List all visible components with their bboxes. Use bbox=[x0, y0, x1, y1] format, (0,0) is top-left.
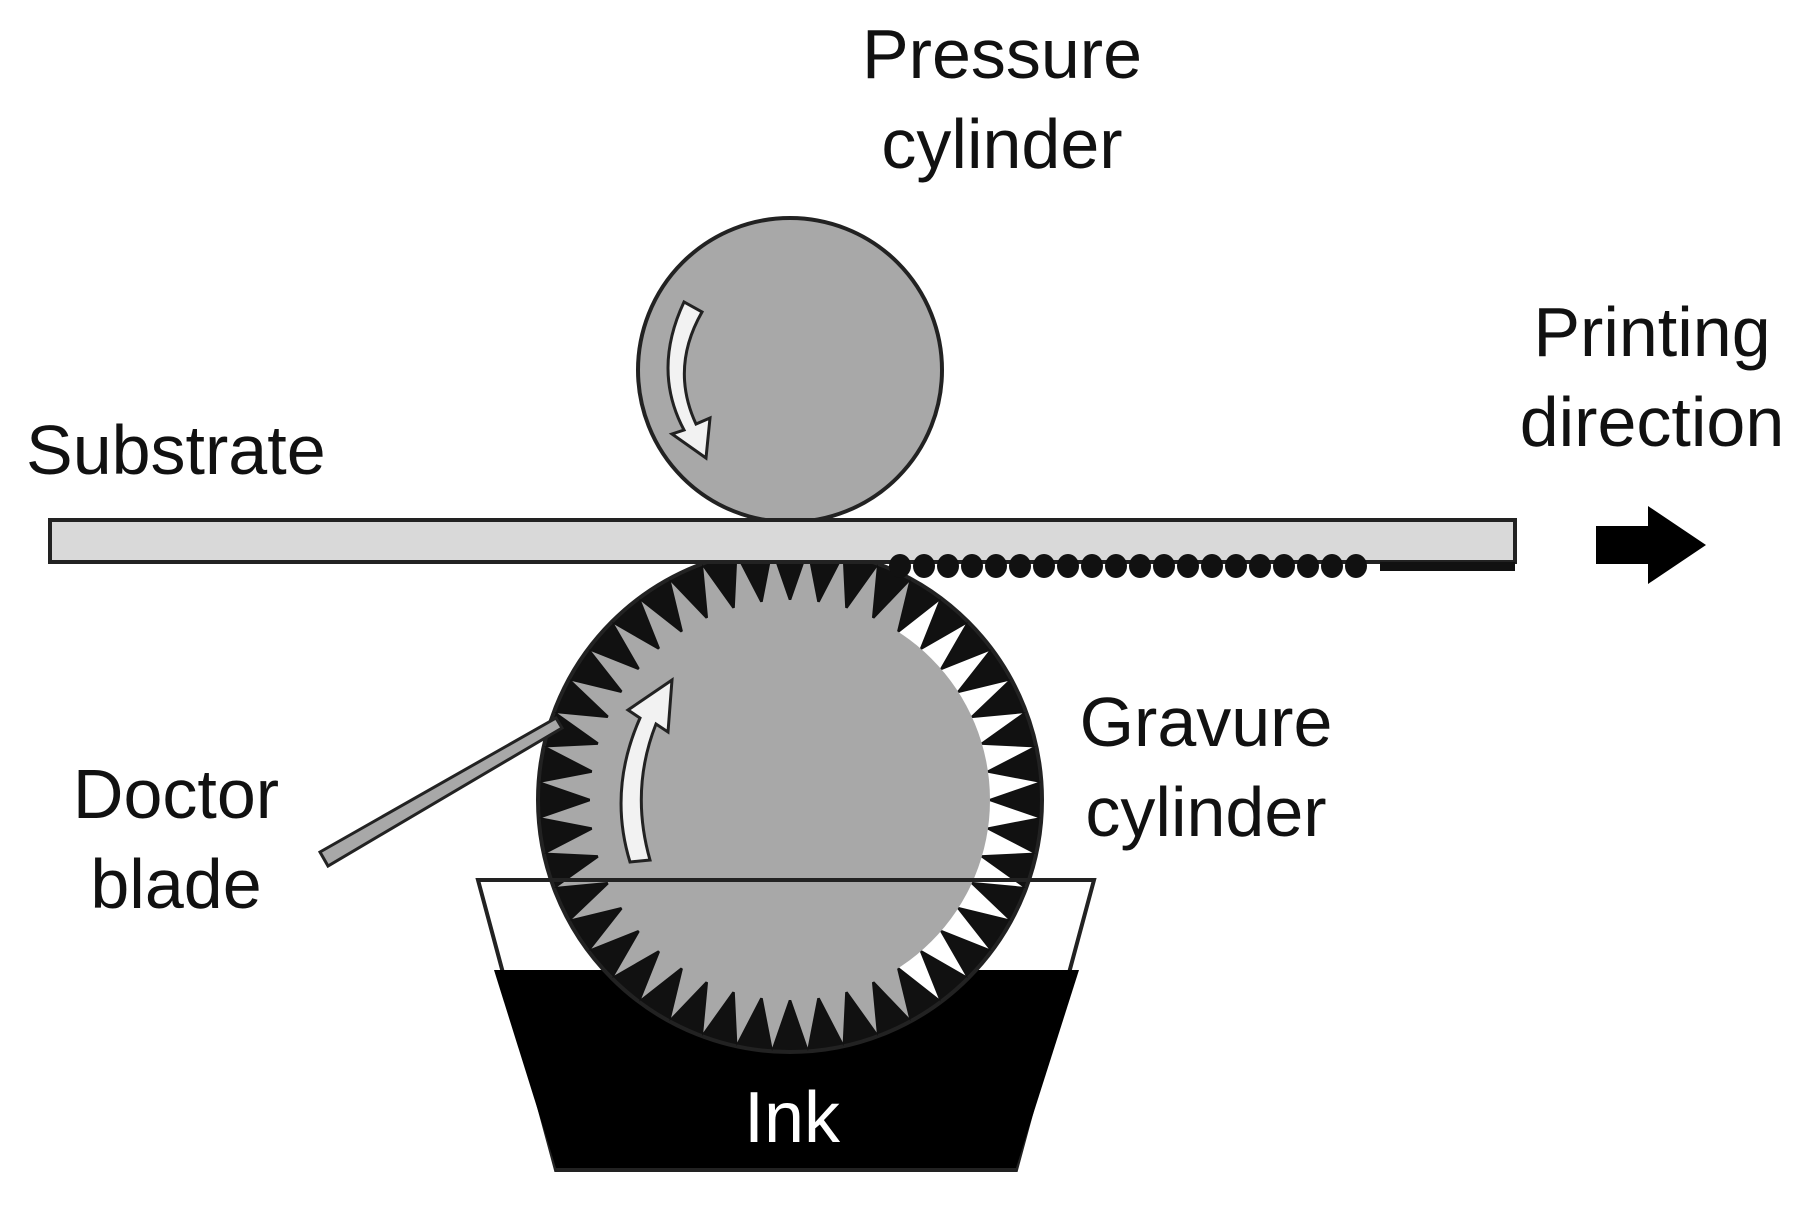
ink-dot bbox=[937, 554, 959, 578]
doctor-blade-label: Doctor bbox=[73, 755, 279, 833]
pressure-cylinder-label: Pressure bbox=[862, 15, 1142, 93]
ink-dot bbox=[1345, 554, 1367, 578]
printing-direction-label: Printing bbox=[1533, 293, 1770, 371]
ink-dot bbox=[985, 554, 1007, 578]
gravure-cylinder bbox=[536, 546, 1044, 1054]
curved-arrow-icon bbox=[666, 299, 712, 461]
ink-dot bbox=[1081, 554, 1103, 578]
ink-dot bbox=[1321, 554, 1343, 578]
ink-dot bbox=[1201, 554, 1223, 578]
ink-dot bbox=[1129, 554, 1151, 578]
ink-dot bbox=[1225, 554, 1247, 578]
printing-direction-label-line2: direction bbox=[1520, 383, 1785, 461]
doctor-blade bbox=[317, 715, 565, 869]
ink-dot bbox=[889, 554, 911, 578]
right-arrow-icon bbox=[1596, 506, 1706, 584]
gravure-cylinder-label-line2: cylinder bbox=[1085, 773, 1326, 851]
ink-dot bbox=[1177, 554, 1199, 578]
ink-dot bbox=[1297, 554, 1319, 578]
ink-dot bbox=[1009, 554, 1031, 578]
curved-arrow-icon bbox=[619, 677, 674, 864]
ink-dot bbox=[1105, 554, 1127, 578]
substrate bbox=[48, 518, 1517, 564]
ink-fill bbox=[494, 970, 1079, 1168]
ink-dot bbox=[1057, 554, 1079, 578]
ink-dot bbox=[913, 554, 935, 578]
ink-dot bbox=[1153, 554, 1175, 578]
substrate-label: Substrate bbox=[26, 411, 326, 489]
pressure-cylinder-label-line2: cylinder bbox=[881, 105, 1122, 183]
gravure-cylinder-label: Gravure bbox=[1080, 683, 1333, 761]
printed-ink-dots bbox=[889, 554, 1367, 578]
ink-dot bbox=[1249, 554, 1271, 578]
doctor-blade-label-line2: blade bbox=[90, 845, 261, 923]
printed-ink-strip bbox=[1380, 562, 1515, 571]
ink-label: Ink bbox=[744, 1078, 841, 1158]
ink-dot bbox=[1273, 554, 1295, 578]
ink-dot bbox=[961, 554, 983, 578]
ink-dot bbox=[1033, 554, 1055, 578]
